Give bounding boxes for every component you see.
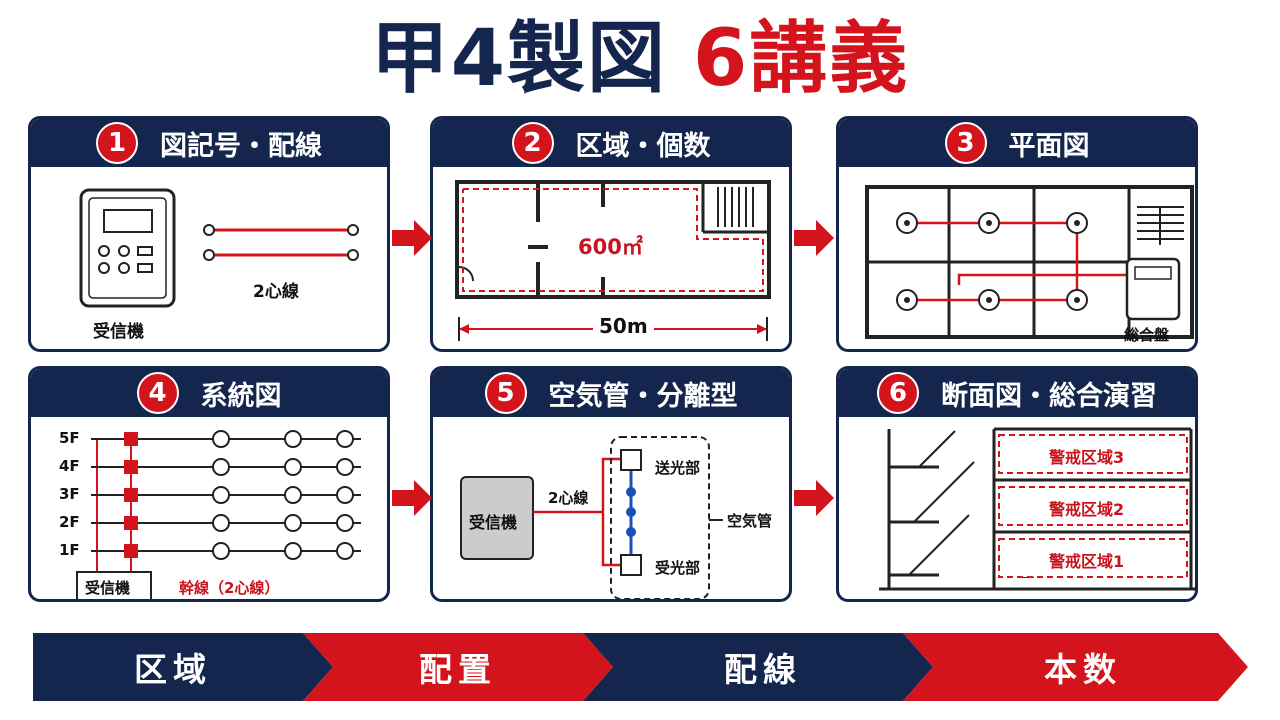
receiver-label: 受信機 [469, 513, 518, 532]
receiver-unit [620, 554, 642, 576]
process-flow: 区域 配置 配線 本数 [33, 633, 1248, 701]
floor-label-3f: 3F [59, 485, 80, 503]
flow-label-count: 本数 [1044, 650, 1122, 689]
area-label: 600㎡ [578, 235, 643, 259]
stairs-icon [717, 187, 754, 227]
zone3-box [998, 434, 1188, 474]
stairs-icon [1137, 206, 1184, 245]
panel-floor-plan: 3 平面図 総合盤 [836, 116, 1198, 352]
floor-label-1f: 1F [59, 541, 80, 559]
step-number-badge: 4 [136, 372, 179, 414]
flow-step-count [903, 633, 1248, 701]
trunk-line-label: 幹線（2心線） [179, 579, 280, 597]
arrow-right-icon [794, 480, 834, 516]
panel-header: 3 平面図 [839, 119, 1195, 167]
sender-unit [620, 449, 642, 471]
wire-label: 2心線 [548, 489, 589, 507]
floor-label-5f: 5F [59, 429, 80, 447]
flow-step-zone [33, 633, 333, 701]
panel-title: 系統図 [200, 380, 282, 412]
zone-1-label: 警戒区域1 [1049, 552, 1125, 571]
arrow-right-icon [392, 480, 432, 516]
flow-step-wiring [583, 633, 933, 701]
floor-label-2f: 2F [59, 513, 80, 531]
step-number-badge: 1 [96, 122, 138, 164]
panel-header: 6 断面図・総合演習 [839, 369, 1195, 417]
flow-label-zone: 区域 [134, 650, 212, 689]
receiver-label: 受信機 [93, 322, 144, 342]
zone1-box [998, 538, 1188, 578]
step-number-badge: 5 [484, 372, 527, 414]
air-tube-label: 空気管 [727, 512, 773, 530]
arrow-right-icon [794, 220, 834, 256]
wire-label: 2心線 [253, 282, 299, 302]
symbols-wiring-diagram [79, 188, 359, 308]
building-outline [455, 180, 771, 299]
panel-header: 2 区域・個数 [433, 119, 789, 167]
zone-boundary [462, 188, 764, 292]
panel-header: 5 空気管・分離型 [433, 369, 789, 417]
control-panel-symbol [1125, 257, 1181, 321]
system-diagram [76, 430, 361, 599]
step-number-badge: 6 [877, 372, 919, 414]
page-title: 甲4製図 6講義 [0, 14, 1280, 104]
panel-title: 平面図 [1008, 130, 1090, 162]
panel-title: 空気管・分離型 [548, 380, 738, 412]
zone-2-label: 警戒区域2 [1049, 500, 1125, 519]
step-number-badge: 2 [511, 122, 554, 164]
panel-title: 図記号・配線 [160, 130, 322, 162]
cross-section-diagram [879, 427, 1195, 591]
arrow-right-icon [392, 220, 432, 256]
panel-air-tube: 5 空気管・分離型 受信機 2心線 送光部 受光部 空気管 [430, 366, 792, 602]
title-accent: 6講義 [693, 14, 910, 104]
zone-3-label: 警戒区域3 [1049, 448, 1125, 467]
receiver-unit-label: 受光部 [655, 559, 701, 577]
panel-symbols-wiring: 1 図記号・配線 受信機 2心線 [28, 116, 390, 352]
floor-label-4f: 4F [59, 457, 80, 475]
panel-system-diagram: 4 系統図 5F 4F 3F 2F 1F 受信機 幹線（2心線） [28, 366, 390, 602]
panel-title: 区域・個数 [575, 130, 711, 162]
control-panel-label: 総合盤 [1124, 326, 1170, 344]
panel-zone-count: 2 区域・個数 600㎡ 50m [430, 116, 792, 352]
flow-shapes [33, 633, 1248, 701]
flow-label-wiring: 配線 [724, 650, 802, 689]
panel-title: 断面図・総合演習 [941, 380, 1157, 412]
title-main: 甲4製図 [370, 14, 667, 104]
sender-label: 送光部 [655, 459, 701, 477]
air-tube-diagram [460, 436, 723, 599]
floor-plan-diagram [865, 185, 1194, 339]
receiver-box [460, 476, 534, 560]
flow-step-placement [303, 633, 613, 701]
length-label: 50m [593, 314, 654, 338]
panel-header: 1 図記号・配線 [31, 119, 387, 167]
flow-label-placement: 配置 [419, 650, 497, 689]
panel-header: 4 系統図 [31, 369, 387, 417]
receiver-label: 受信機 [85, 579, 131, 597]
step-number-badge: 3 [944, 122, 987, 164]
panel-cross-section: 6 断面図・総合演習 警戒区域3 警戒区域2 警戒区域1 [836, 366, 1198, 602]
zone2-box [998, 486, 1188, 526]
